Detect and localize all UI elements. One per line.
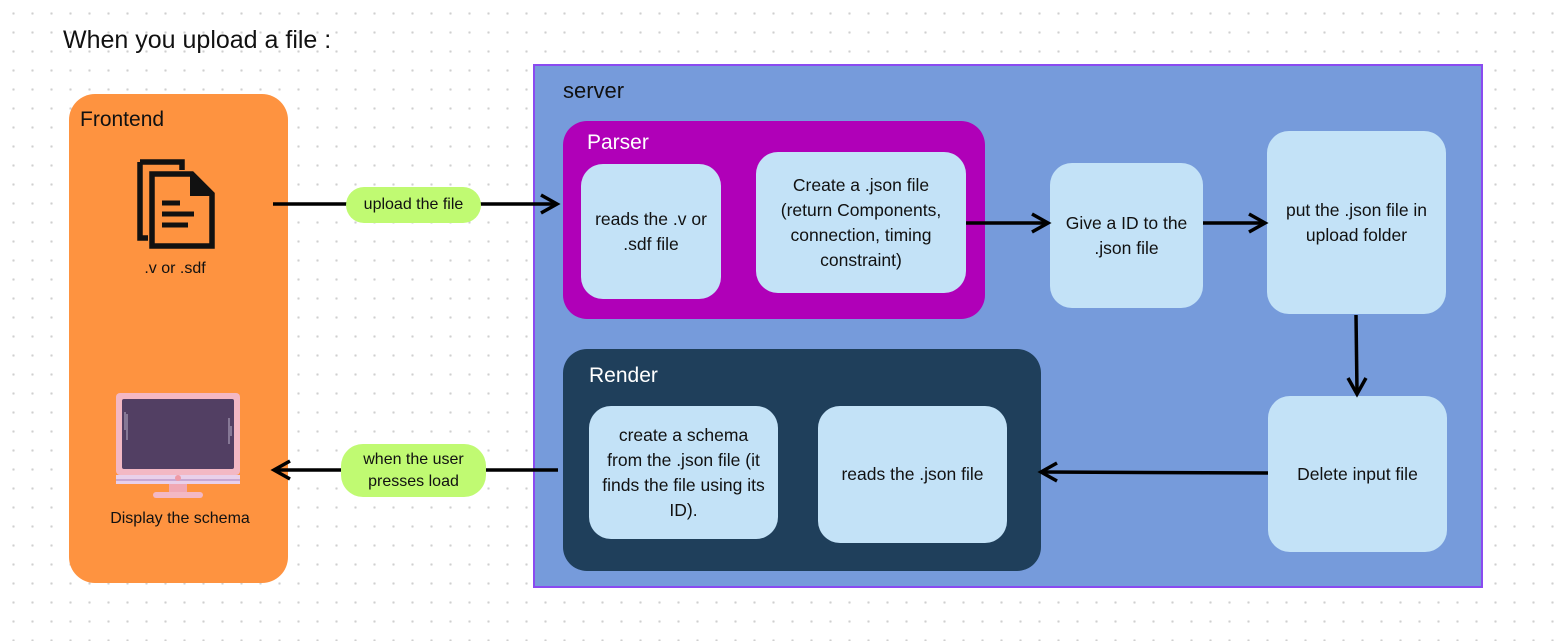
documents-icon — [137, 159, 215, 249]
load-connection-label: when the user presses load — [341, 444, 486, 497]
step-create-json-file: Create a .json file (return Components, … — [756, 152, 966, 293]
frontend-label: Frontend — [80, 108, 165, 131]
step-create-schema: create a schema from the .json file (it … — [589, 406, 778, 539]
diagram-title: When you upload a file : — [63, 26, 332, 54]
display-schema-label: Display the schema — [110, 510, 250, 527]
step-delete-input-file: Delete input file — [1268, 396, 1447, 552]
step-give-id: Give a ID to the .json file — [1050, 163, 1203, 308]
monitor-icon — [116, 393, 240, 498]
step-reads-json-file: reads the .json file — [818, 406, 1007, 543]
upload-connection-label: upload the file — [346, 187, 481, 223]
arrow-to-render — [1043, 470, 1269, 475]
step-reads-source-file: reads the .v or .sdf file — [581, 164, 721, 299]
parser-label: Parser — [587, 131, 649, 154]
arrow-to-delete — [1354, 314, 1359, 392]
file-type-label: .v or .sdf — [144, 260, 206, 277]
server-label: server — [563, 78, 625, 103]
step-put-json-in-upload-folder: put the .json file in upload folder — [1267, 131, 1446, 314]
render-label: Render — [589, 364, 658, 387]
